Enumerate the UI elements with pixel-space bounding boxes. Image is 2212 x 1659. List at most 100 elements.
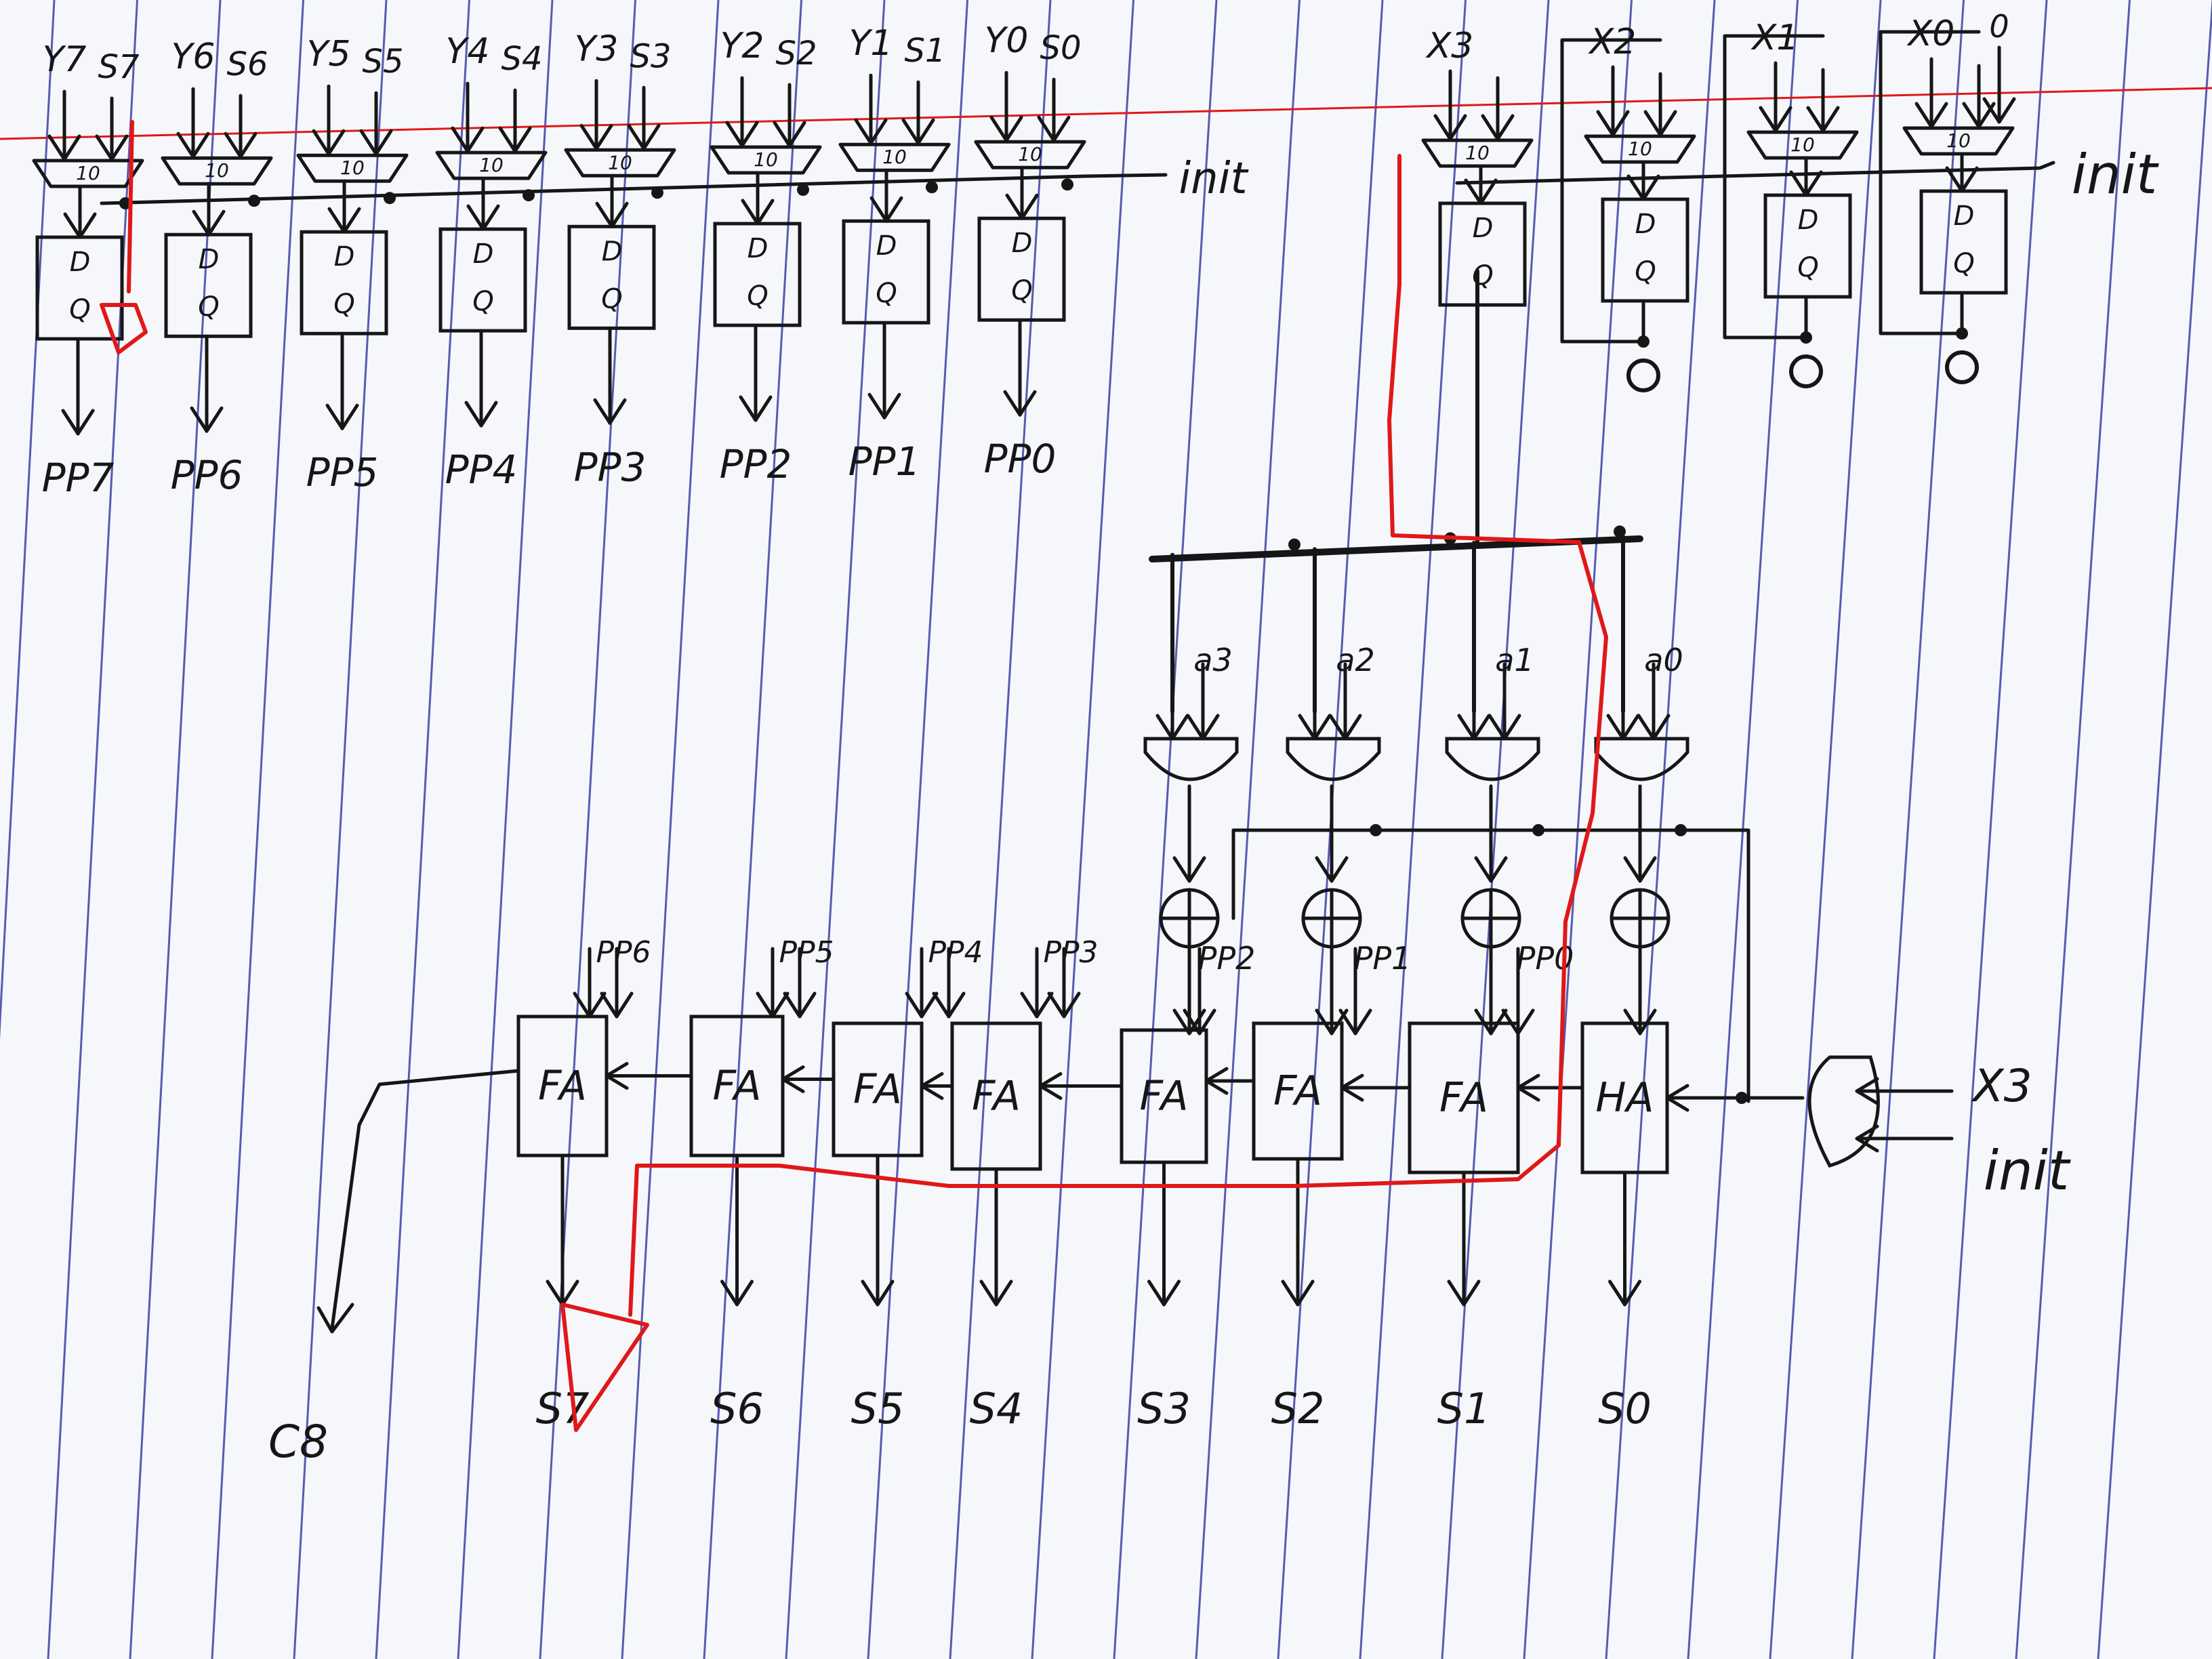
s-input-label: S5: [362, 43, 403, 81]
pp-output-arrow-head: [593, 398, 627, 425]
s-input-label: S0: [1040, 29, 1081, 67]
s-input-label: S3: [630, 37, 671, 75]
rule-line: [703, 0, 802, 1659]
adder-cell-label: FA: [1439, 1074, 1488, 1122]
mux-to-register-head: [869, 196, 903, 223]
init-label-right: init: [2072, 143, 2159, 206]
gate-init-label: init: [1984, 1139, 2071, 1202]
pp-input-arrow-head: [600, 991, 634, 1019]
xor-to-adder-head: [1315, 1008, 1349, 1036]
pp-input-arrow-head: [1047, 991, 1081, 1019]
mux-to-register-head: [63, 212, 97, 239]
register-d-label: D: [1012, 228, 1033, 259]
rule-line: [293, 0, 388, 1659]
mux-7: [974, 140, 1086, 169]
pp-output-label: PP1: [848, 438, 921, 485]
register-q-label: Q: [1953, 248, 1974, 279]
x-input-label: X1: [1750, 18, 1799, 58]
sum-output-arrow-head: [1147, 1279, 1181, 1307]
s-input-label: S7: [98, 48, 139, 86]
mux-to-register-head: [327, 207, 361, 234]
mux-5: [710, 145, 822, 175]
y-input-label: Y3: [575, 28, 619, 69]
adder-cell-label: FA: [972, 1073, 1021, 1120]
mux-3: [435, 150, 548, 180]
adder-cell-label: FA: [1273, 1067, 1322, 1115]
mux-label: 10: [76, 162, 100, 184]
mux-right-1: [1584, 134, 1696, 164]
init-to-gate-head: [1855, 1124, 1879, 1153]
and-gate-0: [1143, 737, 1239, 781]
carry-out-wire: [330, 1069, 520, 1330]
mux-label: 10: [479, 154, 504, 176]
init-junction: [384, 192, 396, 205]
xor-control: [1231, 828, 1750, 1103]
init-bus: [100, 173, 1168, 205]
rule-line: [539, 0, 636, 1659]
gate-to-ha-head: [1665, 1084, 1689, 1112]
xor-to-adder-head: [1474, 1008, 1508, 1036]
register-q-label: Q: [333, 289, 354, 320]
a-bus-knot: [1288, 538, 1300, 551]
mux-right-2: [1746, 130, 1859, 160]
init-junction: [523, 189, 535, 202]
adder-cell-label: FA: [1139, 1073, 1188, 1120]
pp-output-arrow-head: [739, 395, 773, 422]
init-junction: [248, 194, 260, 207]
register-d-label: D: [473, 239, 494, 270]
and-gate-2: [1445, 737, 1540, 781]
pp-output-arrow-head: [1003, 390, 1037, 417]
register-q-label: Q: [198, 291, 219, 323]
control-junction: [1675, 824, 1687, 836]
pp-output-label: PP0: [984, 436, 1057, 482]
register-d-label: D: [1473, 213, 1494, 244]
and-to-xor-head: [1474, 856, 1508, 883]
rule-line: [1851, 0, 1965, 1659]
carry-arrow-head: [1204, 1067, 1229, 1095]
mux-to-register-head: [1005, 193, 1039, 220]
register-d-label: D: [1798, 205, 1819, 236]
carry-arrow-head: [781, 1065, 805, 1093]
sum-output-arrow-head: [1447, 1279, 1481, 1307]
control-junction: [1370, 824, 1382, 836]
red-vertical-left: [127, 120, 134, 293]
mux-label: 10: [1465, 142, 1490, 164]
carry-arrow-head: [920, 1072, 944, 1100]
y-input-label: Y6: [171, 37, 216, 77]
mux-to-register-head: [1626, 174, 1660, 201]
init-junction: [651, 186, 663, 199]
rule-line: [785, 0, 886, 1659]
s-input-label: S6: [226, 45, 268, 83]
shift-junction: [1956, 327, 1968, 340]
adder-cell-label: HA: [1595, 1074, 1654, 1122]
init-junction: [119, 197, 131, 209]
sum-output-arrow-head: [720, 1279, 754, 1307]
pp-input-arrow-head: [756, 991, 790, 1019]
register-d-label: D: [1954, 201, 1975, 232]
s-input-label: S4: [501, 40, 542, 78]
rule-line: [949, 0, 1052, 1659]
register-q-label: Q: [747, 281, 768, 312]
mux-0: [32, 159, 144, 188]
shift-loop: [1560, 38, 1662, 344]
and-to-xor-head: [1172, 856, 1206, 883]
carry-arrow-head: [1340, 1073, 1364, 1102]
carry-arrow-head: [1038, 1072, 1063, 1100]
sum-output-arrow-head: [979, 1279, 1013, 1307]
rule-line: [1769, 0, 1882, 1659]
scratched-output: [1945, 350, 1979, 384]
scratched-output: [1626, 359, 1660, 392]
rule-line: [457, 0, 554, 1659]
a-bus-knot: [1614, 525, 1626, 538]
y-input-label: Y0: [985, 20, 1029, 61]
mux-6: [838, 142, 951, 172]
mux-label: 10: [608, 151, 632, 173]
carry-out-head: [316, 1303, 354, 1334]
register-d-label: D: [199, 244, 220, 275]
y-input-label: Y1: [849, 23, 893, 64]
init-junction: [797, 184, 809, 196]
x3-to-gate-head: [1855, 1077, 1879, 1105]
pp-output-arrow-head: [867, 392, 901, 419]
